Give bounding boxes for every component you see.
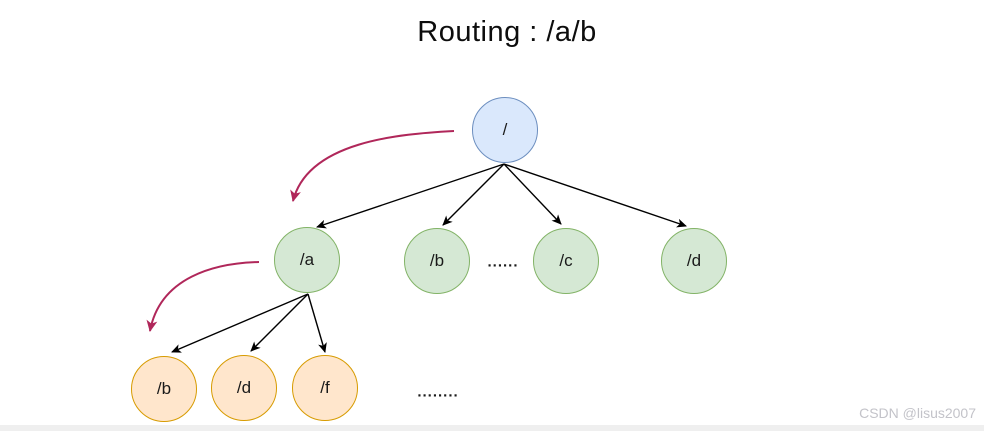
node-a-label: /a xyxy=(299,250,315,269)
edge-a-to-b xyxy=(171,293,309,353)
node-f-level3: /f xyxy=(292,355,358,421)
diagram-title: Routing : /a/b xyxy=(417,16,597,48)
node-b-level2-label: /b xyxy=(429,251,445,270)
node-c: /c xyxy=(533,228,599,294)
edge-root-to-c xyxy=(503,163,562,225)
edge-a-to-d xyxy=(250,293,309,352)
highlight-arrow-root-to-a xyxy=(290,130,455,202)
node-root: / xyxy=(472,97,538,163)
node-d-level2: /d xyxy=(661,228,727,294)
node-root-label: / xyxy=(502,120,508,139)
node-d-level3: /d xyxy=(211,355,277,421)
node-f-level3-label: /f xyxy=(320,378,330,397)
node-d-level3-label: /d xyxy=(236,378,252,397)
edge-a-to-f xyxy=(307,293,327,353)
edge-root-to-d xyxy=(503,163,687,228)
edge-root-to-a xyxy=(316,163,505,229)
bottom-edge xyxy=(0,425,984,431)
level2-ellipsis: ...... xyxy=(487,253,519,271)
highlight-arrow-a-to-b xyxy=(146,261,260,332)
watermark: CSDN @lisus2007 xyxy=(859,405,976,421)
node-b-level3-label: /b xyxy=(156,379,172,398)
node-d-level2-label: /d xyxy=(686,251,702,270)
node-a: /a xyxy=(274,227,340,293)
edge-root-to-b xyxy=(442,163,505,226)
node-c-label: /c xyxy=(559,251,573,270)
level3-ellipsis: ........ xyxy=(417,383,459,401)
node-b-level2: /b xyxy=(404,228,470,294)
node-b-level3: /b xyxy=(131,356,197,422)
